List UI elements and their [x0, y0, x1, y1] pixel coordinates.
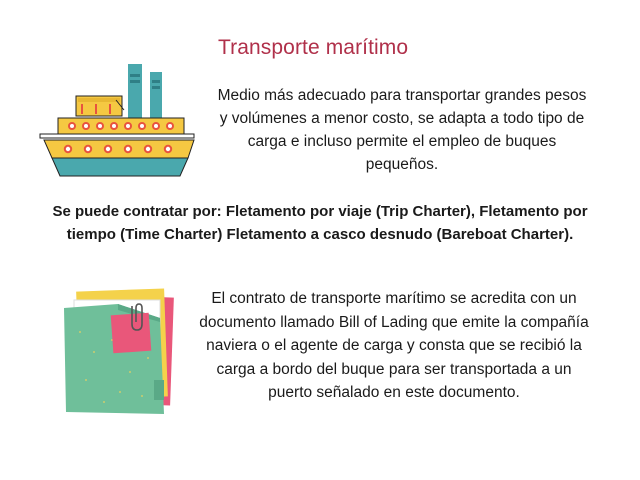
- intro-paragraph: Medio más adecuado para transportar gran…: [217, 87, 587, 173]
- page-title: Transporte marítimo: [218, 36, 409, 59]
- contract-options-paragraph: Se puede contratar por: Fletamento por v…: [52, 203, 588, 243]
- ship-icon: [39, 64, 195, 177]
- bill-of-lading-paragraph: El contrato de transporte marítimo se ac…: [199, 290, 589, 401]
- documents-folder-icon: [64, 288, 174, 414]
